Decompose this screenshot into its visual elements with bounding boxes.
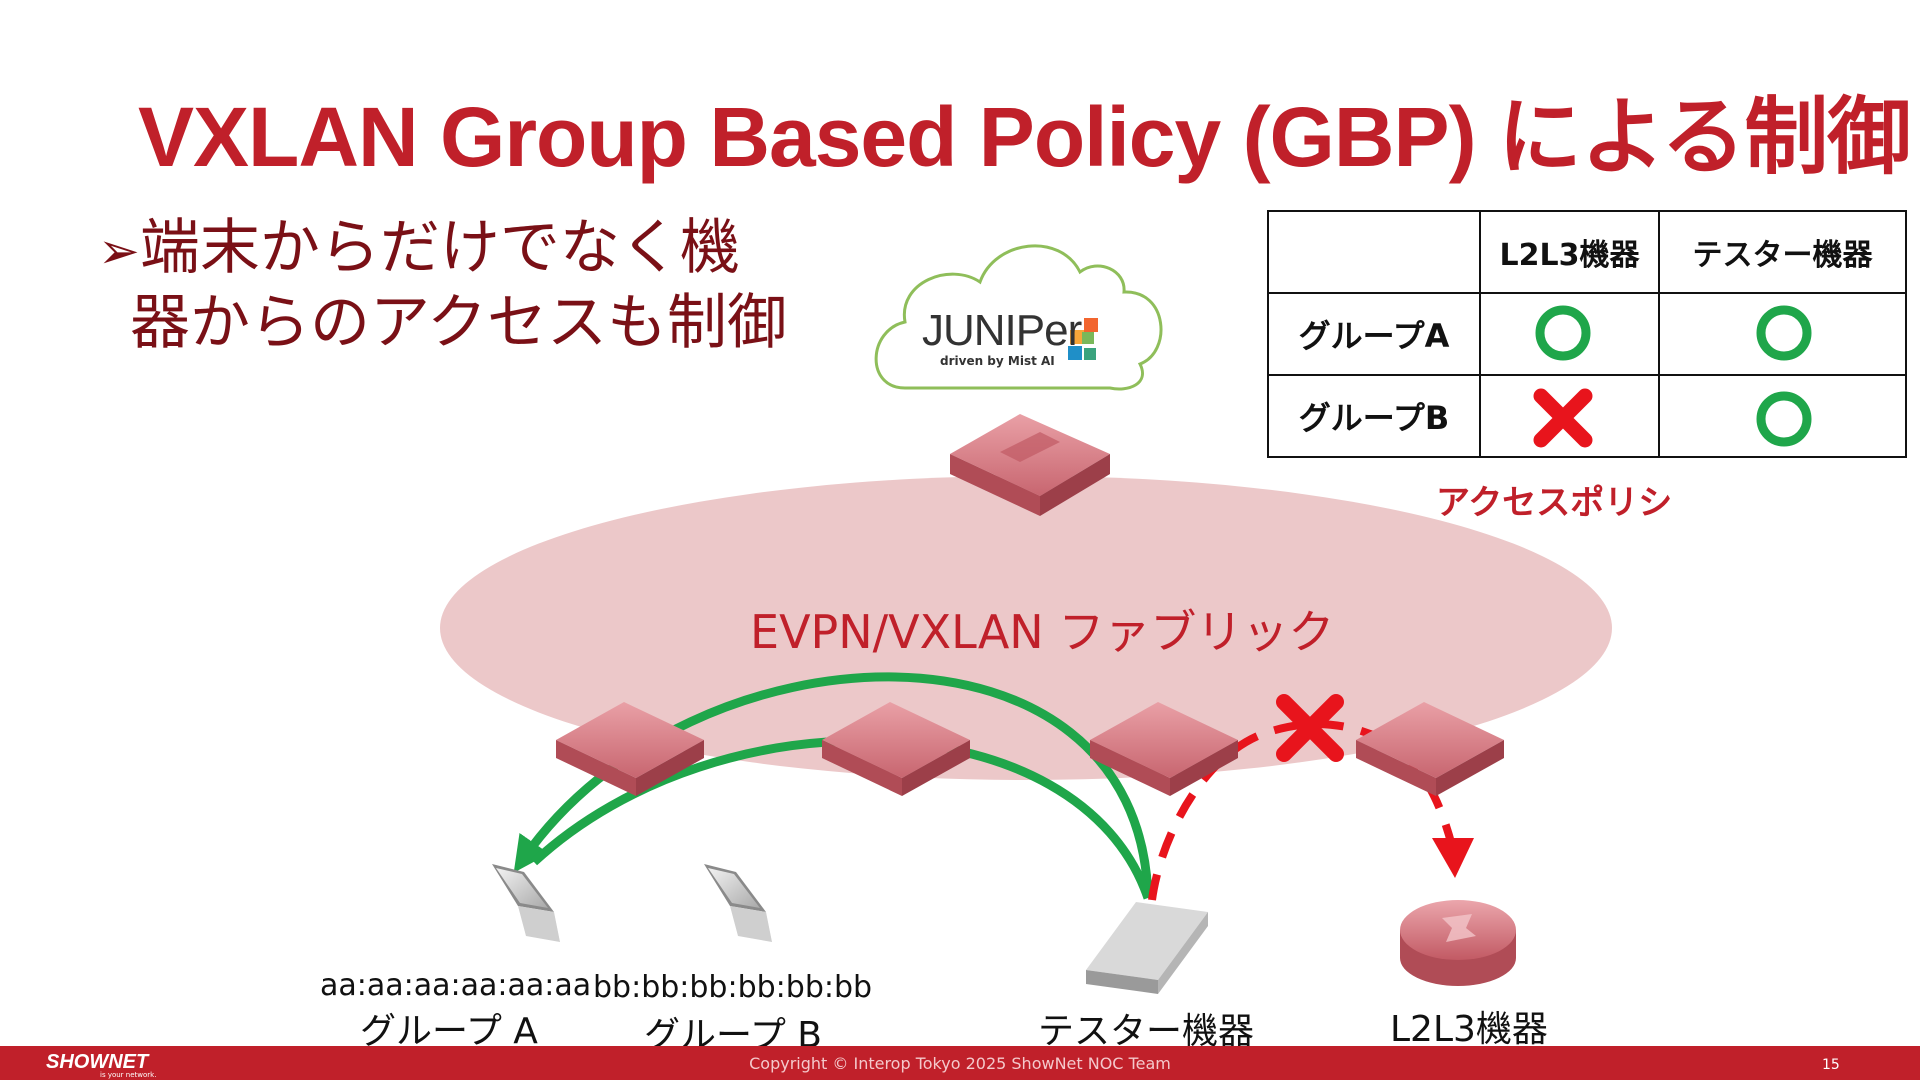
- mist-cloud-icon: [874, 244, 1163, 391]
- laptop-b-icon: [704, 864, 772, 942]
- mac-address-b: bb:bb:bb:bb:bb:bb: [593, 970, 873, 1005]
- table-row-label: グループA: [1267, 292, 1481, 376]
- shownet-logo-sub: is your network.: [100, 1071, 157, 1079]
- tester-device-icon: [1086, 902, 1208, 994]
- table-header-l2l3: L2L3機器: [1479, 210, 1660, 294]
- deny-arrowhead: [1432, 838, 1474, 878]
- leaf-switch-3-icon: [1090, 702, 1238, 796]
- table-cell: [1479, 374, 1660, 458]
- mist-tagline: driven by Mist AI: [940, 354, 1055, 368]
- juniper-logo-text: JUNIPer: [922, 306, 1082, 355]
- shownet-logo: SHOWNET: [46, 1051, 149, 1073]
- table-cell: [1658, 374, 1907, 458]
- table-row-group-a: グループA: [1267, 292, 1907, 376]
- bullet-arrow-icon: ➢: [98, 222, 140, 280]
- policy-caption: アクセスポリシ: [1436, 483, 1673, 523]
- fabric-label: EVPN/VXLAN ファブリック: [750, 605, 1335, 659]
- spine-switch-icon: [950, 414, 1110, 516]
- copyright-text: Copyright © Interop Tokyo 2025 ShowNet N…: [749, 1054, 1171, 1073]
- access-policy-table: L2L3機器 テスター機器 グループA グループB: [1267, 210, 1907, 458]
- router-icon: [1400, 900, 1516, 986]
- table-header-tester: テスター機器: [1658, 210, 1907, 294]
- deny-cross-icon: [1276, 694, 1344, 762]
- page-number: 15: [1822, 1057, 1840, 1073]
- router-label: L2L3機器: [1390, 1009, 1548, 1050]
- slide-title: VXLAN Group Based Policy (GBP) による制御: [138, 90, 1911, 184]
- leaf-switch-1-icon: [556, 702, 704, 796]
- table-header-row: L2L3機器 テスター機器: [1267, 210, 1907, 294]
- laptop-a-icon: [492, 864, 560, 942]
- leaf-switch-2-icon: [822, 702, 970, 796]
- tester-label: テスター機器: [1038, 1011, 1255, 1052]
- bullet-text: ➢端末からだけでなく機 器からのアクセスも制御: [98, 212, 787, 359]
- group-a-label: グループ A: [360, 1011, 538, 1052]
- table-cell: [1479, 292, 1660, 376]
- bullet-line-2: 器からのアクセスも制御: [130, 288, 787, 358]
- footer-bar: [0, 1046, 1920, 1080]
- table-cell: [1658, 292, 1907, 376]
- bullet-line-1: 端末からだけでなく機: [139, 213, 740, 283]
- leaf-switch-4-icon: [1356, 702, 1504, 796]
- table-row-label: グループB: [1267, 374, 1481, 458]
- table-corner-cell: [1267, 210, 1481, 294]
- table-row-group-b: グループB: [1267, 374, 1907, 458]
- mac-address-a: aa:aa:aa:aa:aa:aa: [320, 968, 592, 1003]
